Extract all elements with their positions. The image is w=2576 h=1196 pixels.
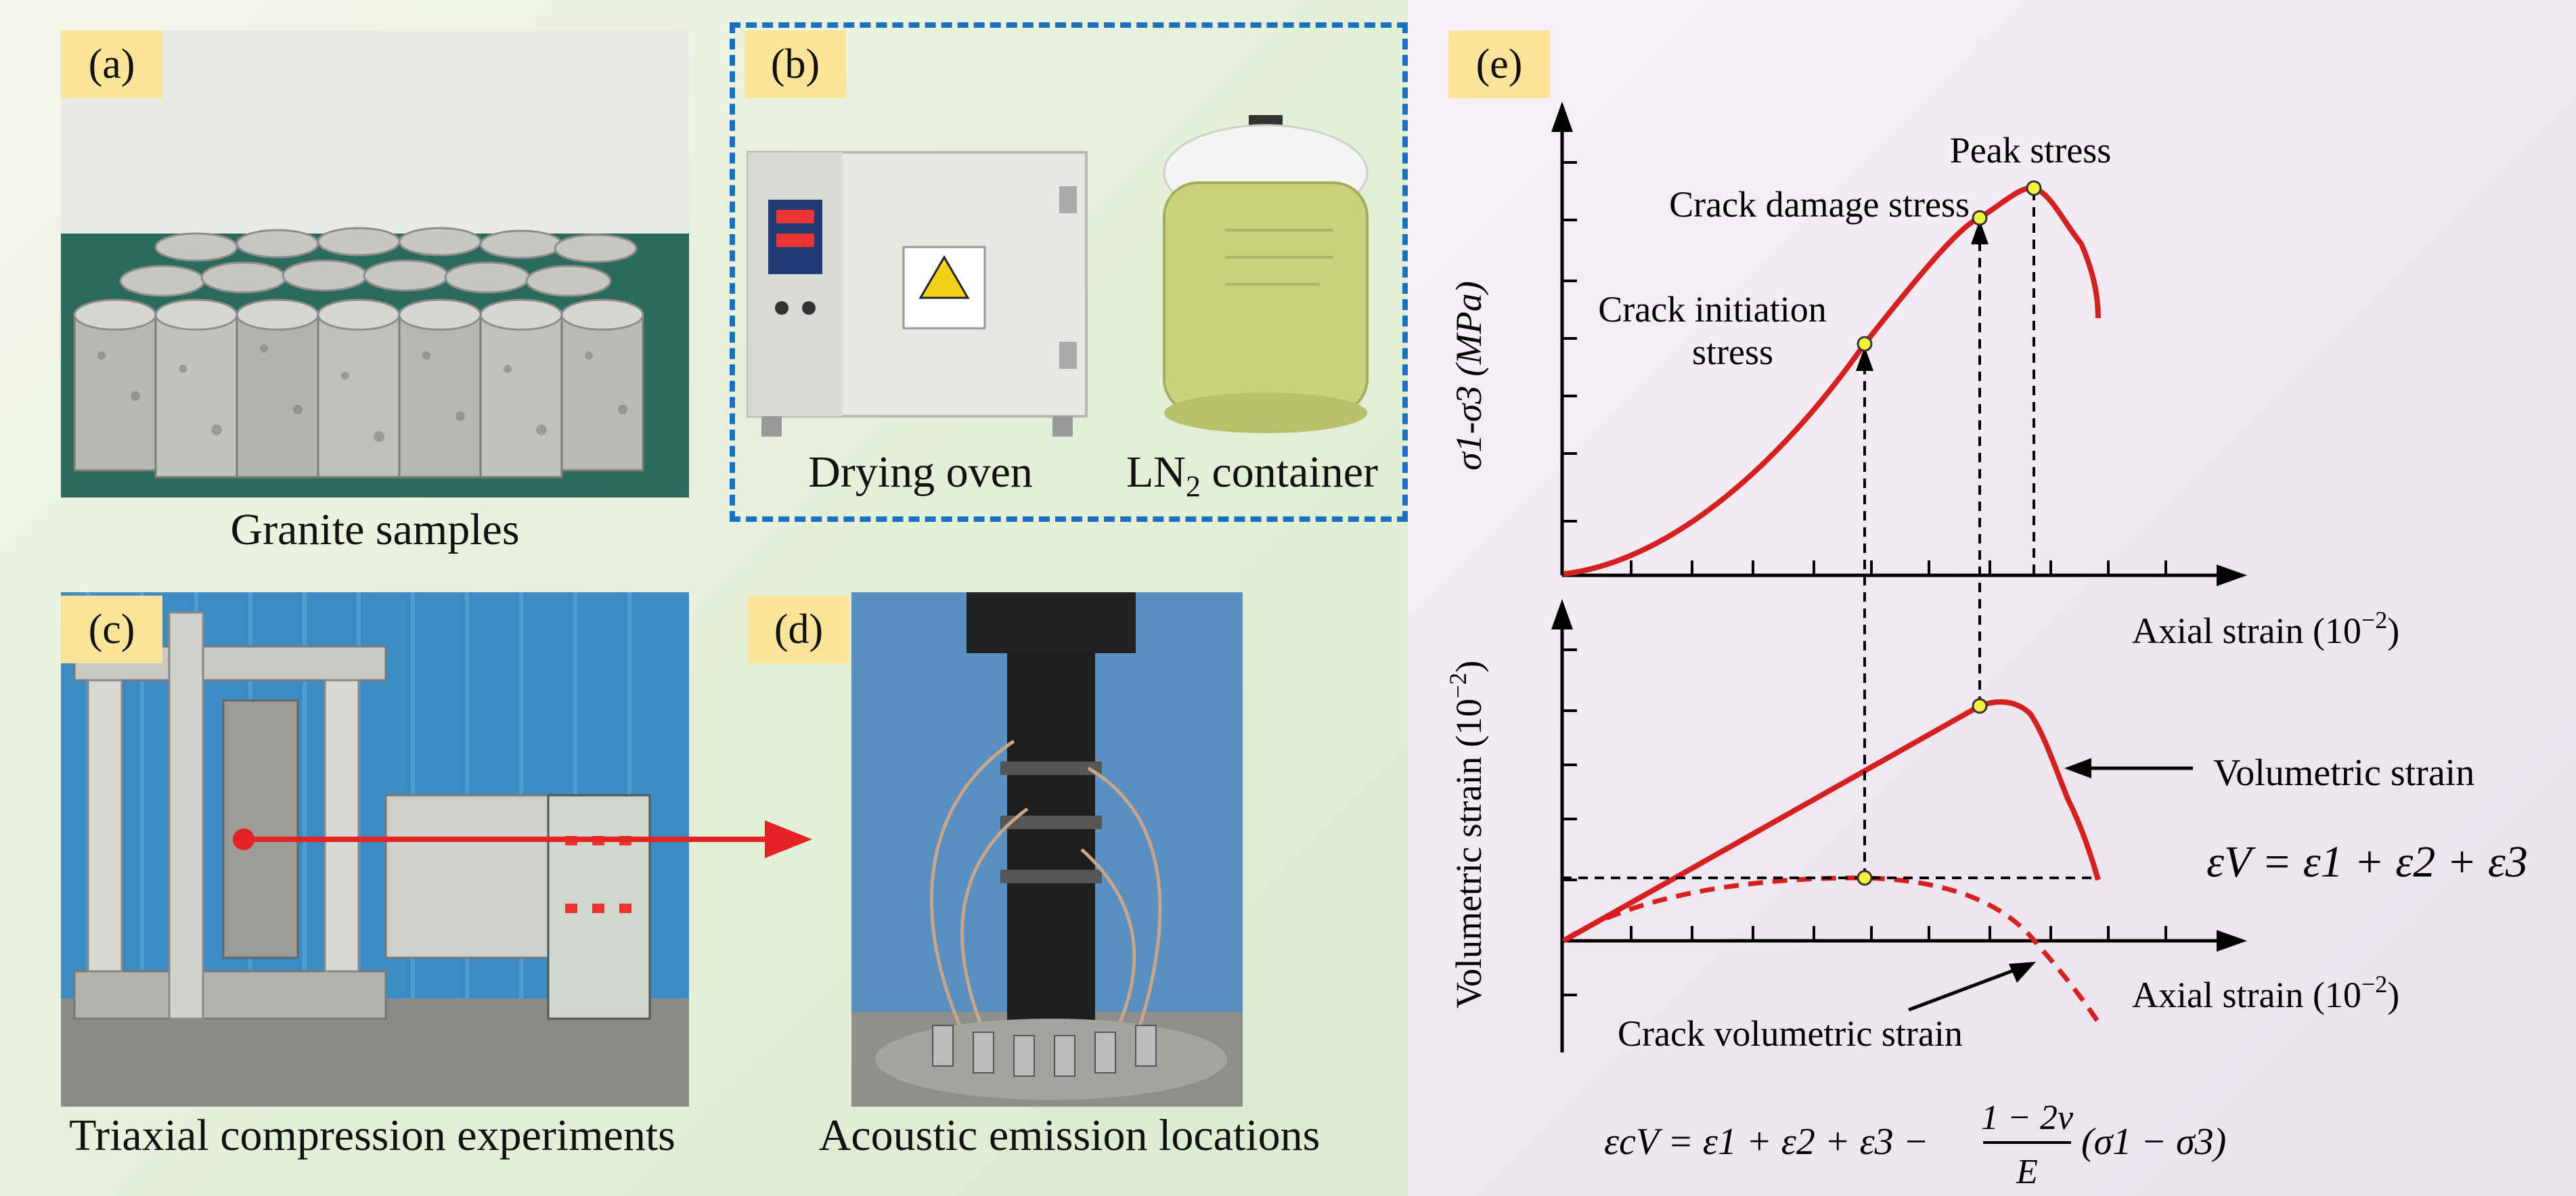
stress-axis-ticks <box>1562 161 1577 523</box>
right-background <box>1408 0 2576 1196</box>
caption-ln2-post: container <box>1200 447 1379 497</box>
ln2-container-photo <box>1144 108 1387 447</box>
axial-axis-bottom-ticks <box>1630 926 2167 941</box>
equipment-dashed-frame <box>730 22 1408 522</box>
axial-axis-top-arrowhead <box>2217 564 2247 586</box>
stress-axis-arrowhead <box>1551 102 1573 132</box>
equation-crack-volumetric-right: (σ1 − σ3) <box>2081 1121 2226 1163</box>
label-crack-initiation-2: stress <box>1692 332 1773 372</box>
caption-acoustic-emission: Acoustic emission locations <box>818 1111 1320 1160</box>
damage-arrowhead <box>1971 220 1989 244</box>
label-crack-damage-stress: Crack damage stress <box>1669 184 1970 225</box>
equation-volumetric: εV = ε1 + ε2 + ε3 <box>2206 837 2528 887</box>
crack-volumetric-pointer <box>1908 966 2021 1012</box>
label-volumetric-strain: Volumetric strain <box>2213 752 2474 794</box>
label-peak-stress: Peak stress <box>1950 130 2111 171</box>
initiation-arrowhead <box>1856 347 1873 371</box>
label-volumetric-axis: Volumetric strain (10−2) <box>1444 661 1489 1009</box>
panel-label-e: (e) <box>1448 30 1550 98</box>
label-axial-strain-top: Axial strain (10−2) <box>2132 606 2399 651</box>
label-stress-axis: σ1-σ3 (MPa) <box>1448 281 1489 470</box>
stress-strain-curve <box>1563 185 2101 577</box>
granite-samples-photo <box>61 30 689 497</box>
panel-label-b: (b) <box>745 30 846 98</box>
volumetric-axis-ticks <box>1562 648 1577 996</box>
caption-drying-oven: Drying oven <box>808 447 1033 497</box>
label-crack-initiation-1: Crack initiation <box>1598 289 1826 330</box>
triaxial-machine-photo <box>61 592 689 1107</box>
volumetric-axis-arrowhead <box>1551 599 1573 629</box>
axial-axis-top-ticks <box>1630 560 2167 575</box>
crack-volumetric-pointer-head <box>2009 962 2036 983</box>
crack-volumetric-strain-curve <box>1562 875 2100 1023</box>
axial-axis-bottom-arrowhead <box>2217 930 2247 952</box>
drying-oven-photo <box>741 139 1093 443</box>
volumetric-pointer-head <box>2064 758 2091 778</box>
equation-fraction-denominator: E <box>2016 1153 2038 1191</box>
volumetric-strain-curve <box>1562 699 2101 944</box>
label-axial-strain-bottom: Axial strain (10−2) <box>2132 971 2399 1015</box>
guide-lines <box>1562 191 2098 879</box>
transfer-arrow <box>233 820 812 858</box>
acoustic-emission-photo <box>851 592 1243 1107</box>
caption-ln2-container: LN2 container <box>1096 447 1408 504</box>
equation-crack-volumetric-left: εcV = ε1 + ε2 + ε3 − <box>1604 1121 1928 1163</box>
panel-label-a: (a) <box>61 30 162 98</box>
caption-ln2-sub: 2 <box>1185 470 1201 504</box>
caption-triaxial-compression: Triaxial compression experiments <box>69 1111 675 1160</box>
panel-label-c: (c) <box>61 596 162 663</box>
caption-granite-samples: Granite samples <box>230 505 520 554</box>
caption-ln2-pre: LN <box>1126 447 1186 497</box>
label-crack-volumetric-strain: Crack volumetric strain <box>1618 1013 1963 1054</box>
key-points <box>1857 180 2042 886</box>
panel-label-d: (d) <box>748 596 849 663</box>
equation-fraction-numerator: 1 − 2ν <box>1981 1099 2074 1137</box>
